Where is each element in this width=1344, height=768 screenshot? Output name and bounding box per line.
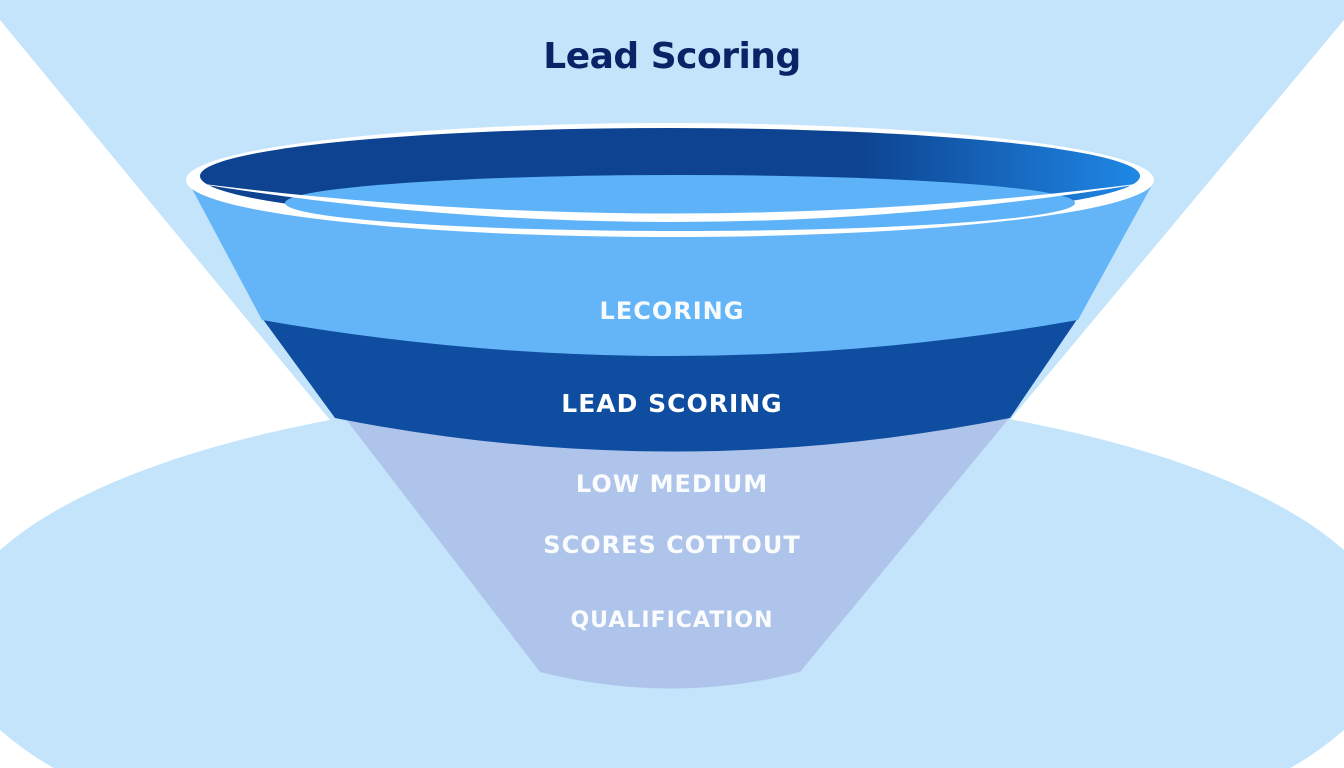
funnel-stage-label: LOW MEDIUM: [575, 470, 769, 498]
funnel-stage-label: LEAD SCORING: [561, 389, 783, 418]
page-title: Lead Scoring: [543, 36, 801, 77]
funnel-stage-label: LECORING: [599, 297, 745, 325]
funnel-inner-surface: [285, 175, 1075, 231]
funnel-stage-label: SCORES COTTOUT: [543, 531, 801, 559]
funnel-stage-label: QUALIFICATION: [570, 608, 774, 633]
funnel-bottom-section: [335, 405, 1020, 689]
funnel-band-lead-scoring: [262, 318, 1078, 452]
funnel-rim-front-lip: [188, 182, 1152, 222]
